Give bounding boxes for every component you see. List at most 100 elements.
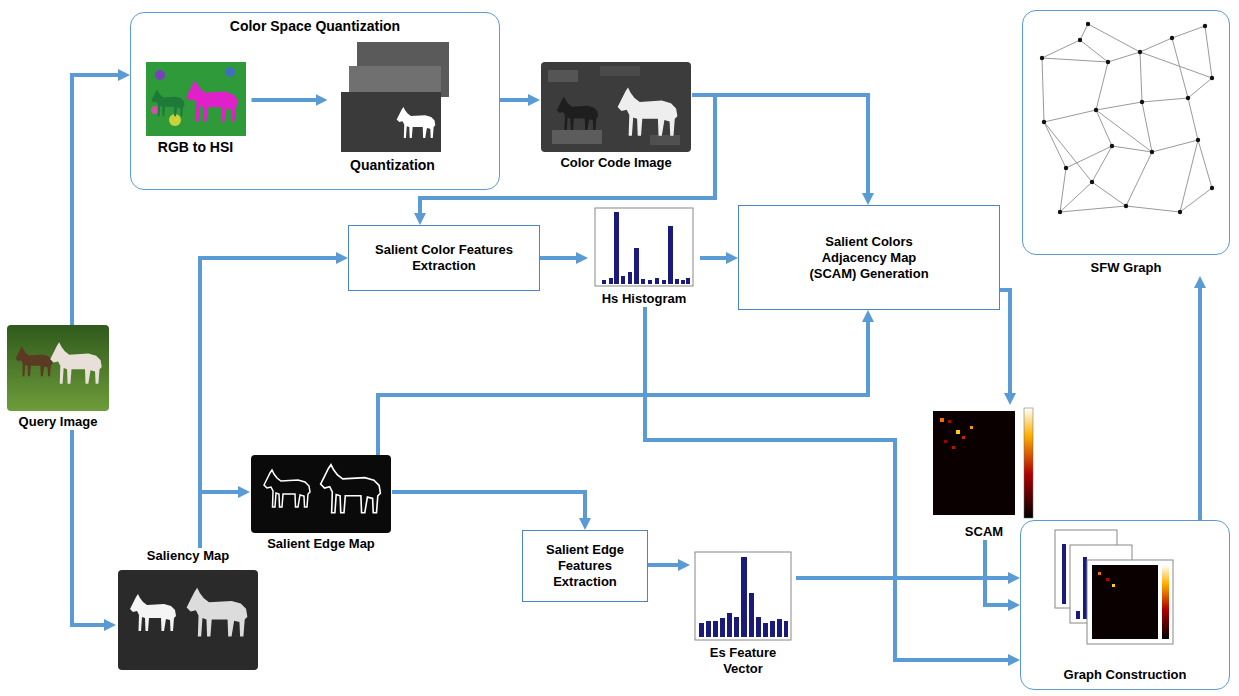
saliency-image-part <box>118 570 258 670</box>
query-photo-part <box>7 325 109 411</box>
quantized-images-part <box>397 107 436 138</box>
process-box: Salient Colors Adjacency Map (SCAM) Gene… <box>738 205 1000 310</box>
query-photo-part <box>16 347 53 377</box>
sfw-graph-drawing-part-part <box>1124 204 1128 208</box>
sfw-graph-drawing-part-part <box>1090 180 1094 184</box>
histogram-chart-part <box>602 212 690 284</box>
node-label: Color Code Image <box>540 155 692 171</box>
sfw-graph-drawing-part-part <box>1150 150 1154 154</box>
node-label: Query Image <box>6 414 110 430</box>
flow-arrow <box>500 98 530 102</box>
hsi-image-part <box>155 70 165 80</box>
sfw-graph-drawing-part-part <box>1042 120 1046 124</box>
flow-arrow <box>648 563 680 567</box>
image-node: Quantization <box>328 42 458 173</box>
saliency-image-part <box>187 588 248 637</box>
flow-arrow <box>700 256 728 260</box>
sfw-graph-drawing-part-part <box>1203 24 1207 28</box>
image-node: Color Code Image <box>540 62 692 171</box>
image-node: Es Feature Vector <box>690 552 796 677</box>
sfw-graph-drawing-part-part <box>1064 166 1068 170</box>
feature-chart <box>695 552 791 640</box>
sfw-graph-drawing-part-part <box>1170 36 1174 40</box>
edge-image-part <box>251 455 391 533</box>
scam-heatmap-part <box>962 436 965 439</box>
sfw-graph-drawing-part-part <box>1094 108 1098 112</box>
hsi-image-part <box>146 62 246 136</box>
sfw-graph-drawing-part-part <box>1186 96 1190 100</box>
histogram-chart-part <box>595 208 693 286</box>
sfw-graph-drawing-part-part <box>1210 76 1214 80</box>
hsi-image <box>146 62 246 136</box>
query-photo-part <box>50 342 102 383</box>
flow-arrow <box>378 320 868 455</box>
image-node: SCAM <box>928 405 1040 540</box>
feature-chart-part <box>695 552 791 640</box>
flow-arrow <box>692 95 868 195</box>
color-code-image-part <box>552 130 602 144</box>
flow-arrow <box>645 307 1010 660</box>
connectors <box>72 75 1200 660</box>
scam-heatmap <box>930 408 1033 518</box>
construction-thumbnails-part <box>1087 560 1173 644</box>
sfw-graph-drawing-part <box>1040 22 1214 214</box>
image-node: Hs Histogram <box>588 208 700 307</box>
flow-arrow <box>252 98 318 102</box>
sfw-graph-drawing-part-part <box>1110 144 1114 148</box>
scam-heatmap-part <box>940 418 944 422</box>
color-code-image-part <box>600 66 640 76</box>
sfw-graph-drawing-part-part <box>1210 186 1214 190</box>
saliency-image-part <box>130 594 176 631</box>
color-code-image-part <box>650 135 680 145</box>
hsi-image-part <box>186 80 238 121</box>
color-code-image-part <box>548 70 578 82</box>
saliency-image <box>118 570 258 670</box>
quantized-images-part <box>341 92 441 152</box>
sfw-graph-drawing-part-part <box>1086 22 1090 26</box>
construction-thumbnails-part <box>1092 565 1158 639</box>
image-node: Query Image <box>6 325 110 430</box>
flow-arrow <box>72 75 120 325</box>
flow-arrow <box>200 492 240 548</box>
scam-heatmap-part <box>970 426 973 429</box>
flow-arrow <box>392 492 585 520</box>
image-node: RGB to HSI <box>140 62 252 155</box>
quantized-images <box>341 42 449 152</box>
node-label: Hs Histogram <box>588 291 700 307</box>
scam-heatmap-part <box>933 411 1015 515</box>
edge-image-part <box>264 470 310 507</box>
construction-thumbnails-part <box>1112 584 1115 587</box>
edge-image <box>251 455 391 533</box>
node-label: Salient Edge Features Extraction <box>533 542 637 590</box>
flow-arrow <box>420 95 715 215</box>
sfw-graph-drawing <box>1040 22 1214 214</box>
flow-arrow <box>985 540 1010 605</box>
node-label: Salient Edge Map <box>250 536 392 552</box>
construction-thumbnails-part <box>1098 572 1101 575</box>
sfw-graph-drawing-part-part <box>1106 60 1110 64</box>
sfw-graph-drawing-part-part <box>1058 210 1062 214</box>
node-label: Saliency Map <box>116 548 260 564</box>
graph-frame <box>1022 10 1230 255</box>
process-box: Salient Edge Features Extraction <box>522 530 648 602</box>
histogram-chart <box>595 208 693 286</box>
group-box: Graph Construction <box>1020 520 1230 690</box>
node-label: Quantization <box>328 157 458 173</box>
node-label: Graph Construction <box>1021 667 1229 683</box>
construction-thumbnails-part <box>1162 565 1169 639</box>
scam-heatmap-part <box>956 430 960 434</box>
flow-arrow <box>1198 286 1202 520</box>
node-label: SFW Graph <box>1022 255 1230 276</box>
color-code-image <box>541 62 691 152</box>
scam-heatmap-part <box>952 446 955 449</box>
sfw-graph-drawing-part-part <box>1078 38 1082 42</box>
image-node: Saliency Map <box>116 548 260 666</box>
sfw-graph-drawing-part-part <box>1138 50 1142 54</box>
edge-image-part <box>321 465 381 513</box>
sfw-graph-drawing-part-part <box>1040 56 1044 60</box>
group-box: Color Space QuantizationRGB to HSIQuanti… <box>130 12 500 190</box>
sfw-graph-drawing-part-part <box>1178 210 1182 214</box>
hsi-image-part <box>225 67 235 77</box>
node-label: Salient Colors Adjacency Map (SCAM) Gene… <box>797 234 941 282</box>
